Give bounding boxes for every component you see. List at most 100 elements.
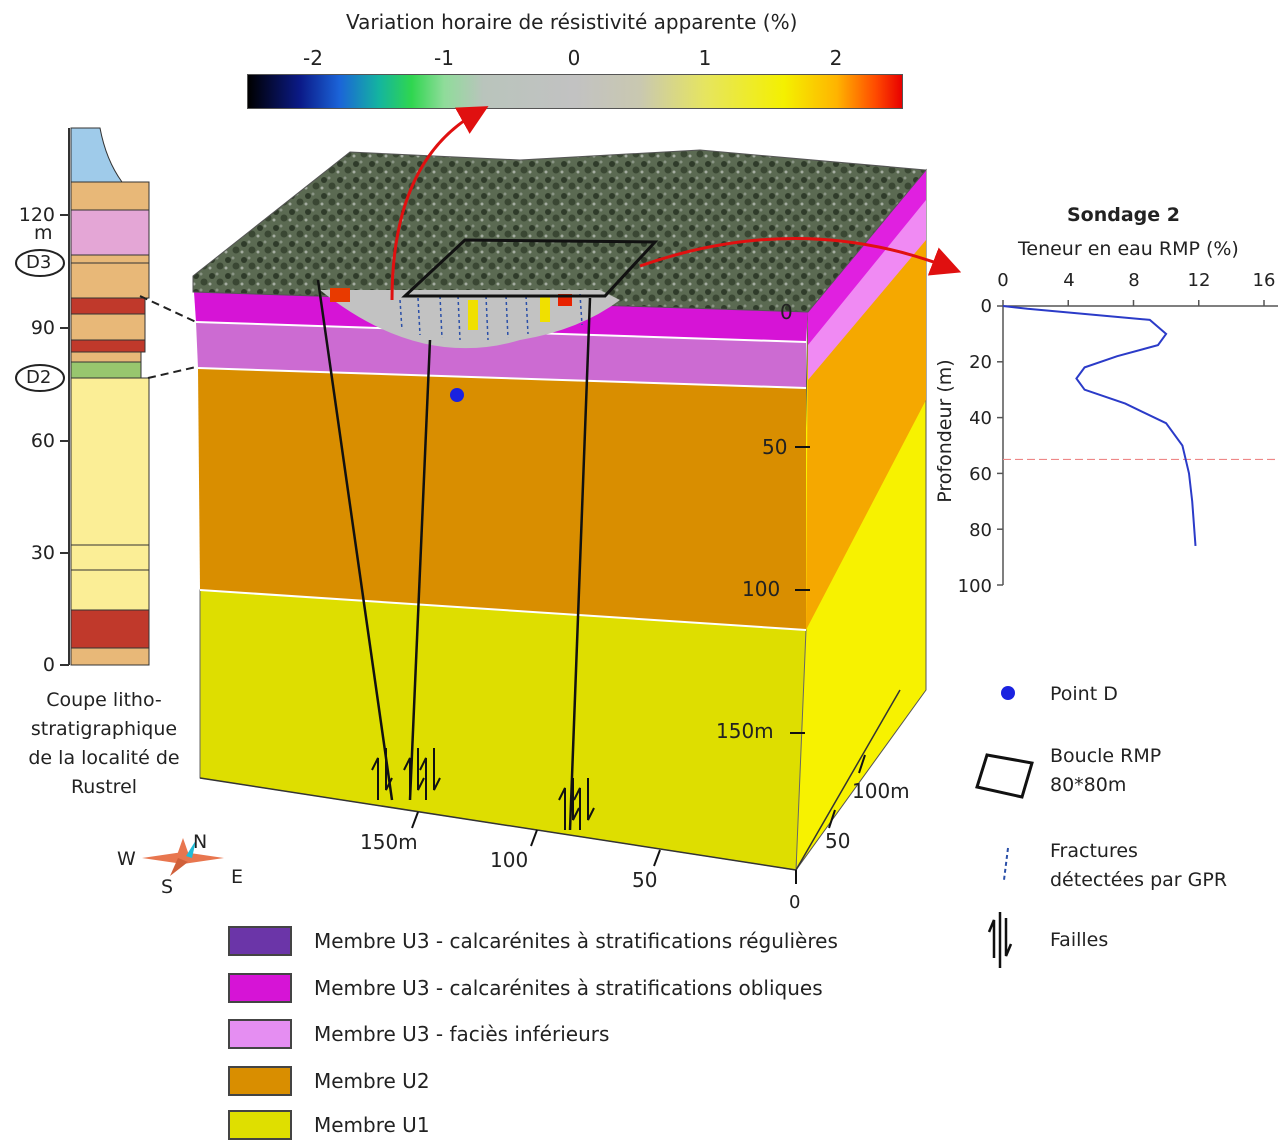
colorbar-gradient — [247, 74, 903, 109]
rmp-title: Sondage 2 — [1067, 204, 1181, 226]
front-scale-label: 0 — [789, 892, 801, 913]
strat-bed — [70, 254, 150, 264]
front-scale-label: 50 — [632, 868, 658, 892]
correlation-line — [139, 295, 197, 323]
strat-bed — [70, 569, 150, 611]
fault-legend-icon — [987, 912, 1013, 968]
terrain-surface — [192, 149, 927, 313]
strat-bed — [70, 262, 150, 299]
front-face-u3-lower — [196, 322, 806, 388]
legend-swatch-u1 — [228, 1110, 292, 1140]
strat-bed — [70, 339, 146, 353]
legend-label: Membre U3 - calcarénites à stratificatio… — [314, 976, 823, 1000]
legend-swatch-u3-regular — [228, 926, 292, 956]
rmp-x-tick: 8 — [1128, 270, 1140, 291]
rmp-x-tick: 0 — [997, 270, 1009, 291]
strat-bed — [70, 377, 150, 546]
strat-bed — [70, 351, 142, 363]
rmp-curve — [1002, 305, 1197, 546]
gpr-fractures — [399, 293, 583, 341]
fracture-legend-icon — [1003, 847, 1009, 881]
strat-bed-water — [70, 127, 123, 183]
front-edge — [199, 777, 797, 871]
compass-e: E — [231, 866, 244, 888]
block-depth-label: 50 — [762, 435, 788, 459]
marker-d3: D3 — [26, 252, 52, 273]
block-diagram — [192, 106, 962, 884]
rmp-y-tick: 60 — [969, 464, 992, 485]
front-face-u2 — [198, 368, 806, 630]
legend-swatch-u3-oblique — [228, 973, 292, 1003]
strat-depth-tick: 60 — [30, 430, 55, 452]
marker-d3-circle — [15, 249, 65, 277]
marker-d2-circle — [15, 364, 65, 392]
legend-label: Membre U2 — [314, 1069, 430, 1093]
colorbar-tick: -1 — [434, 46, 454, 70]
rmp-arrow — [639, 237, 962, 276]
rmp-loop — [401, 238, 659, 298]
legend-swatch-u2 — [228, 1066, 292, 1096]
strat-bed — [70, 313, 146, 341]
colorbar-title: Variation horaire de résistivité apparen… — [346, 10, 798, 34]
rmp-y-tick: 100 — [957, 576, 992, 597]
front-scale-label: 100 — [490, 848, 529, 872]
legend-label: Membre U3 - faciès inférieurs — [314, 1022, 610, 1046]
fault-symbols — [371, 748, 595, 830]
compass-rose — [142, 838, 224, 876]
strat-caption: Coupe litho-stratigraphique de la locali… — [28, 689, 180, 798]
correlation-line — [147, 366, 197, 379]
rmp-ylabel: Profondeur (m) — [934, 359, 956, 503]
colorbar-tick: 0 — [567, 46, 581, 70]
point-d-legend-icon — [1001, 686, 1015, 700]
legend-faults: Failles — [1050, 929, 1109, 951]
rmp-loop-legend-icon — [975, 753, 1034, 799]
fault-line — [408, 339, 432, 801]
rmp-y-tick: 20 — [969, 352, 992, 373]
rmp-chart — [997, 300, 1278, 586]
side-edge — [795, 689, 901, 871]
strat-unit: m — [34, 222, 53, 244]
strat-bed — [70, 609, 150, 649]
strat-bed — [70, 647, 150, 666]
strat-depth-tick: 120 — [18, 204, 55, 226]
legend-fractures-line2: détectées par GPR — [1050, 869, 1228, 891]
block-depth-label: 150m — [716, 719, 774, 743]
compass-s: S — [161, 876, 174, 898]
marker-d2: D2 — [26, 367, 52, 388]
strat-bed — [70, 361, 142, 379]
side-legend-symbols — [975, 686, 1034, 968]
point-d-marker — [450, 388, 464, 402]
side-face-u3-oblique — [808, 170, 926, 345]
rmp-y-tick: 80 — [969, 520, 992, 541]
compass-w: W — [117, 848, 136, 870]
legend-point-d: Point D — [1050, 683, 1118, 705]
colorbar-tick: 2 — [829, 46, 843, 70]
rmp-x-tick: 12 — [1187, 270, 1211, 291]
legend-label: Membre U3 - calcarénites à stratificatio… — [314, 929, 838, 953]
rmp-y-tick: 40 — [969, 408, 992, 429]
strat-bed — [70, 297, 146, 315]
legend-loop-line2: 80*80m — [1050, 774, 1127, 796]
legend-loop-line1: Boucle RMP — [1050, 745, 1162, 767]
front-scale-label: 150m — [360, 830, 418, 854]
strat-depth-tick: 90 — [30, 317, 55, 339]
legend-fractures-line1: Fractures — [1050, 840, 1138, 862]
rmp-x-tick: 16 — [1252, 270, 1276, 291]
block-depth-label: 0 — [780, 300, 793, 324]
fault-line — [568, 297, 592, 831]
strat-depth-tick: 30 — [30, 542, 55, 564]
strat-depth-tick: 0 — [42, 654, 55, 676]
block-depth-label: 100 — [742, 577, 781, 601]
strat-bed — [70, 544, 150, 571]
strat-bed — [70, 209, 150, 256]
fault-line — [316, 279, 394, 801]
rmp-y-tick: 0 — [980, 296, 992, 317]
colorbar-tick: 1 — [698, 46, 712, 70]
rmp-x-tick: 4 — [1063, 270, 1075, 291]
colorbar-arrow — [390, 106, 489, 301]
side-scale-label: 100m — [852, 779, 910, 803]
compass-n: N — [193, 831, 208, 853]
legend-swatch-u3-lower — [228, 1019, 292, 1049]
rmp-subtitle: Teneur en eau RMP (%) — [1018, 238, 1239, 260]
